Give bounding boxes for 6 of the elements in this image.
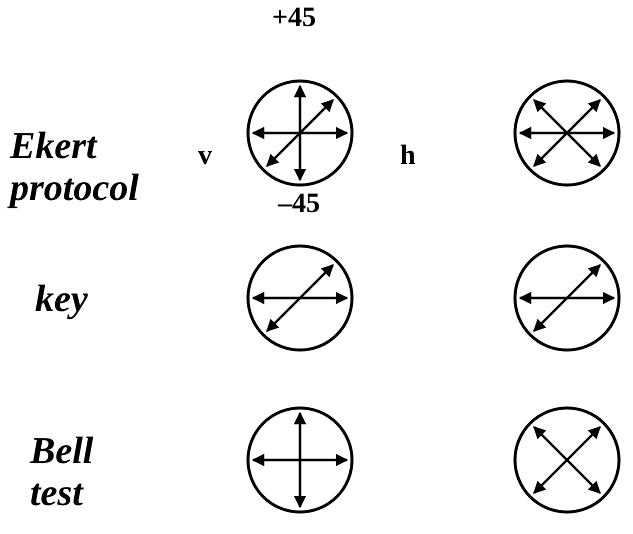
angle-label: +45 — [272, 2, 316, 34]
angle-label: v — [198, 140, 212, 172]
row-label: Bell test — [30, 430, 94, 514]
row-label: key — [35, 278, 89, 320]
angle-label: –45 — [278, 188, 320, 220]
angle-label: h — [400, 140, 416, 172]
